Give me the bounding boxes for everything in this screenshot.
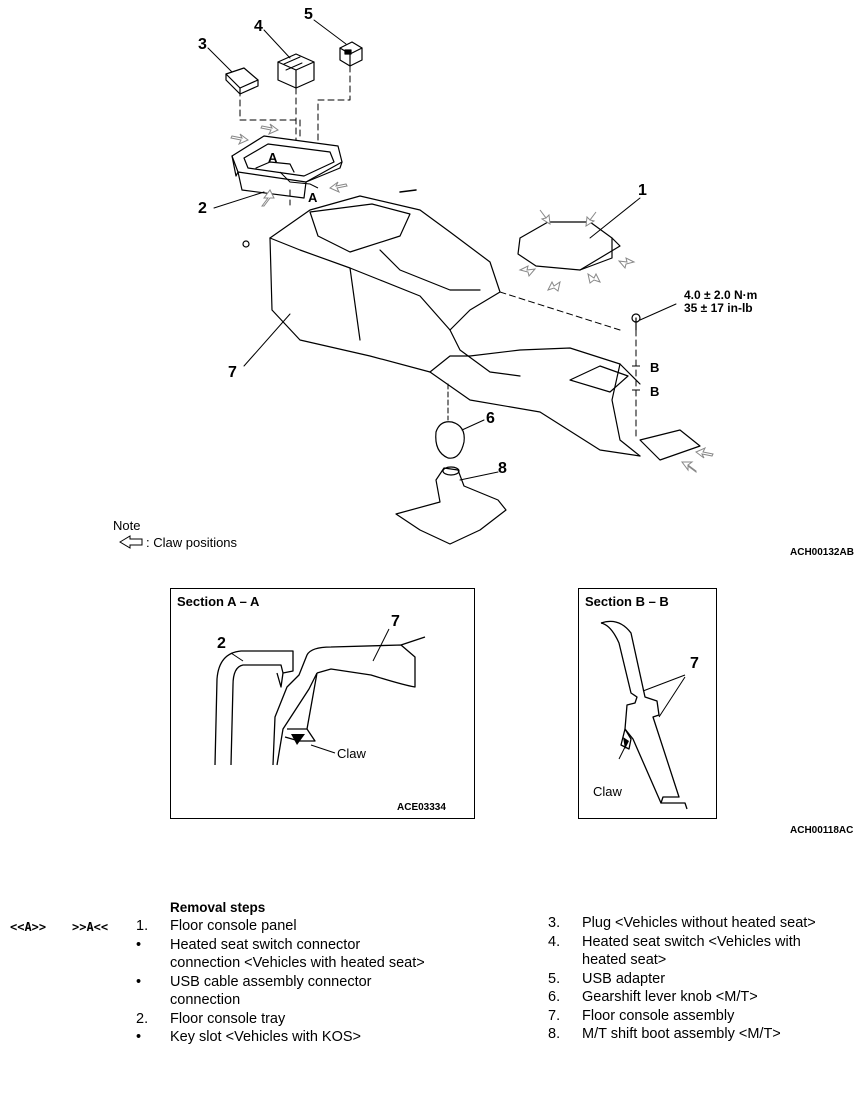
section-a-code: ACE03334 xyxy=(397,802,446,813)
callout-8: 8 xyxy=(498,460,507,477)
removal-step-marker: • xyxy=(136,936,142,953)
removal-step-marker: 8. xyxy=(548,1026,561,1042)
removal-step: 8. M/T shift boot assembly <M/T> xyxy=(548,1025,838,1044)
section-a-label-7: 7 xyxy=(391,613,400,630)
removal-steps-right: 3. Plug <Vehicles without heated seat> 4. H… xyxy=(548,914,838,1044)
removal-tag-left: <<A>> xyxy=(10,920,47,934)
console-tray-part xyxy=(231,135,343,199)
console-panel-part xyxy=(517,221,621,271)
usb-adapter-part xyxy=(339,41,363,67)
removal-step: • Heated seat switch connector connection… xyxy=(136,936,426,973)
section-b-marker-top: B xyxy=(650,360,660,375)
removal-step: 5. USB adapter xyxy=(548,970,838,989)
removal-step-text: Gearshift lever knob <M/T> xyxy=(582,989,758,1005)
callout-1: 1 xyxy=(638,182,647,199)
removal-step-marker: 5. xyxy=(548,970,561,987)
removal-step-text: USB cable assembly connector connection xyxy=(170,973,372,1009)
removal-step-marker: • xyxy=(136,973,142,990)
section-a-box: Section A – A 2 7 Claw ACE03334 xyxy=(170,588,475,819)
section-a-label-2: 2 xyxy=(217,635,226,652)
removal-step-text: Heated seat switch connector connection … xyxy=(170,936,425,972)
removal-step-text: Heated seat switch <Vehicles with heated… xyxy=(582,933,801,969)
note-title: Note xyxy=(113,518,141,533)
removal-step-text: Key slot <Vehicles with KOS> xyxy=(170,1029,362,1045)
removal-step-marker: • xyxy=(136,1029,142,1045)
callout-3: 3 xyxy=(198,36,207,53)
removal-step-marker: 6. xyxy=(548,989,561,1005)
removal-step: 1. Floor console panel xyxy=(136,917,426,936)
callout-6: 6 xyxy=(486,410,495,427)
removal-step-marker: 7. xyxy=(548,1007,561,1024)
removal-heading: Removal steps xyxy=(170,900,266,915)
removal-step-text: Floor console panel xyxy=(170,918,297,934)
removal-step-text: Floor console tray xyxy=(170,1010,286,1027)
removal-tag-right: >>A<< xyxy=(72,920,109,934)
torque-imperial: 35 ± 17 in-lb xyxy=(684,301,753,315)
removal-step-marker: 1. xyxy=(136,918,149,934)
shift-boot-part xyxy=(395,466,507,545)
callout-7: 7 xyxy=(228,364,237,381)
removal-step: 6. Gearshift lever knob <M/T> xyxy=(548,988,838,1007)
section-a-marker-top: A xyxy=(268,150,278,165)
removal-step: 3. Plug <Vehicles without heated seat> xyxy=(548,914,838,933)
console-assembly-part xyxy=(269,195,701,461)
figure-code-sections: ACH00118AC xyxy=(790,825,854,836)
section-a-claw-label: Claw xyxy=(337,746,366,761)
removal-step-marker: 4. xyxy=(548,933,561,950)
section-b-claw-label: Claw xyxy=(593,784,622,799)
figure-code-main: ACH00132AB xyxy=(790,547,854,558)
torque-spec: 4.0 ± 2.0 N·m 35 ± 17 in-lb xyxy=(684,289,757,315)
removal-steps-left: 1. Floor console panel • Heated seat switch… xyxy=(136,917,426,1047)
removal-step-text: Plug <Vehicles without heated seat> xyxy=(582,915,816,931)
removal-step-text: Floor console assembly xyxy=(582,1007,735,1024)
removal-step-text: M/T shift boot assembly <M/T> xyxy=(582,1026,781,1042)
torque-metric: 4.0 ± 2.0 N·m xyxy=(684,288,758,302)
removal-step: • USB cable assembly connector connection xyxy=(136,973,426,1010)
removal-step: 4. Heated seat switch <Vehicles with heat… xyxy=(548,933,838,970)
removal-step: 7. Floor console assembly xyxy=(548,1007,838,1026)
section-b-drawing xyxy=(600,620,688,810)
plug-part xyxy=(225,67,259,95)
heated-seat-switch-part xyxy=(277,53,315,89)
section-b-marker-bottom: B xyxy=(650,384,660,399)
section-b-box: Section B – B 7 Claw xyxy=(578,588,717,819)
callout-4: 4 xyxy=(254,18,263,35)
section-a-marker-bottom: A xyxy=(308,190,318,205)
section-a-title: Section A – A xyxy=(177,594,260,609)
removal-step: 2. Floor console tray xyxy=(136,1010,426,1029)
section-b-label-7: 7 xyxy=(690,655,699,672)
claw-legend-icon xyxy=(119,535,143,549)
note-legend: : Claw positions xyxy=(146,535,238,550)
section-a-drawing xyxy=(214,628,426,766)
callout-2: 2 xyxy=(198,200,207,217)
removal-step-marker: 2. xyxy=(136,1010,149,1027)
removal-step-marker: 3. xyxy=(548,915,561,931)
callout-5: 5 xyxy=(304,6,313,23)
removal-step-text: USB adapter xyxy=(582,970,666,987)
removal-step: • Key slot <Vehicles with KOS> xyxy=(136,1028,426,1047)
section-b-title: Section B – B xyxy=(585,594,669,609)
gearshift-knob-part xyxy=(435,383,465,459)
